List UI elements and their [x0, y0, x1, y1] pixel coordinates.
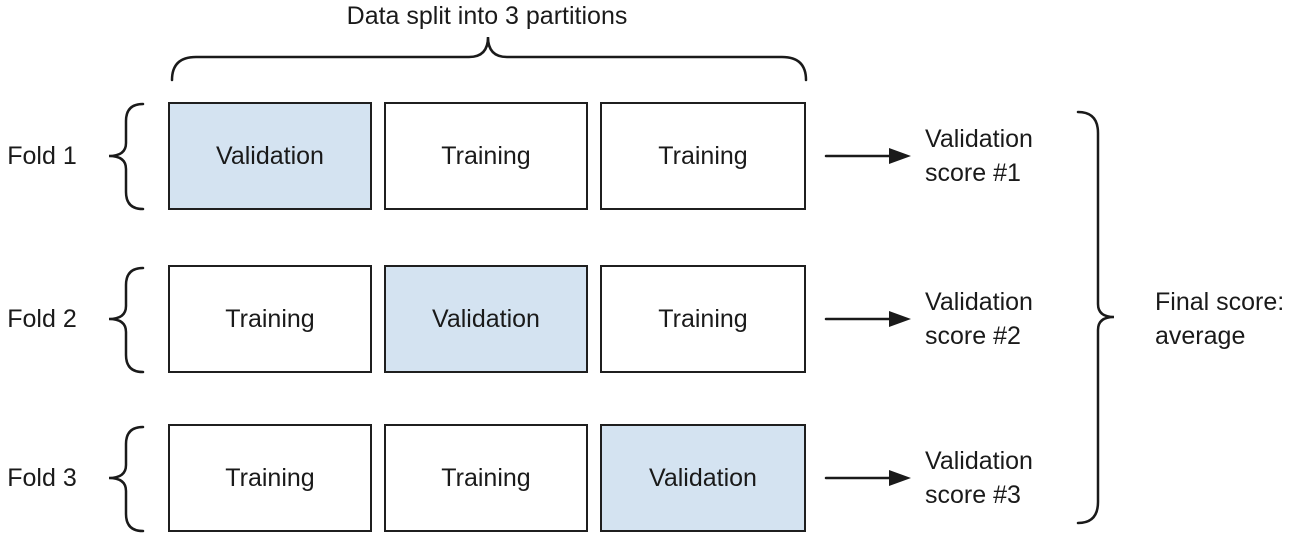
fold-3-arrow-right-icon	[824, 470, 911, 486]
fold-2-score-line-1: Validation	[925, 288, 1033, 316]
fold-2-partition-3: Training	[600, 265, 806, 373]
fold-2-label: Fold 2	[7, 305, 77, 333]
fold-2-arrow-right-icon	[824, 311, 911, 327]
fold-2-brace	[108, 266, 145, 374]
partitions-brace	[170, 36, 808, 82]
fold-1-score-line-1: Validation	[925, 125, 1033, 153]
fold-2-score-label: Validation score #2	[925, 285, 1033, 353]
fold-3-score-label: Validation score #3	[925, 444, 1033, 512]
fold-1-score-line-2: score #1	[925, 159, 1021, 187]
fold-1-partition-2: Training	[384, 102, 588, 210]
fold-2-partition-1: Training	[168, 265, 372, 373]
fold-1-arrow-right-icon	[824, 148, 911, 164]
final-score-line-2: average	[1155, 322, 1246, 350]
fold-3-score-line-1: Validation	[925, 447, 1033, 475]
fold-2-partition-2: Validation	[384, 265, 588, 373]
fold-1-label: Fold 1	[7, 142, 77, 170]
final-score-line-1: Final score:	[1155, 288, 1285, 316]
final-score-brace	[1076, 110, 1115, 525]
fold-3-brace	[108, 425, 145, 533]
fold-3-partition-2: Training	[384, 424, 588, 532]
fold-1-partition-1: Validation	[168, 102, 372, 210]
fold-1-brace	[108, 102, 145, 211]
fold-1-partition-3: Training	[600, 102, 806, 210]
fold-2-score-line-2: score #2	[925, 322, 1021, 350]
fold-3-score-line-2: score #3	[925, 481, 1021, 509]
final-score-label: Final score: average	[1155, 285, 1284, 353]
fold-3-label: Fold 3	[7, 464, 77, 492]
fold-3-partition-3: Validation	[600, 424, 806, 532]
fold-1-score-label: Validation score #1	[925, 122, 1033, 190]
fold-3-partition-1: Training	[168, 424, 372, 532]
diagram-title: Data split into 3 partitions	[346, 2, 628, 30]
